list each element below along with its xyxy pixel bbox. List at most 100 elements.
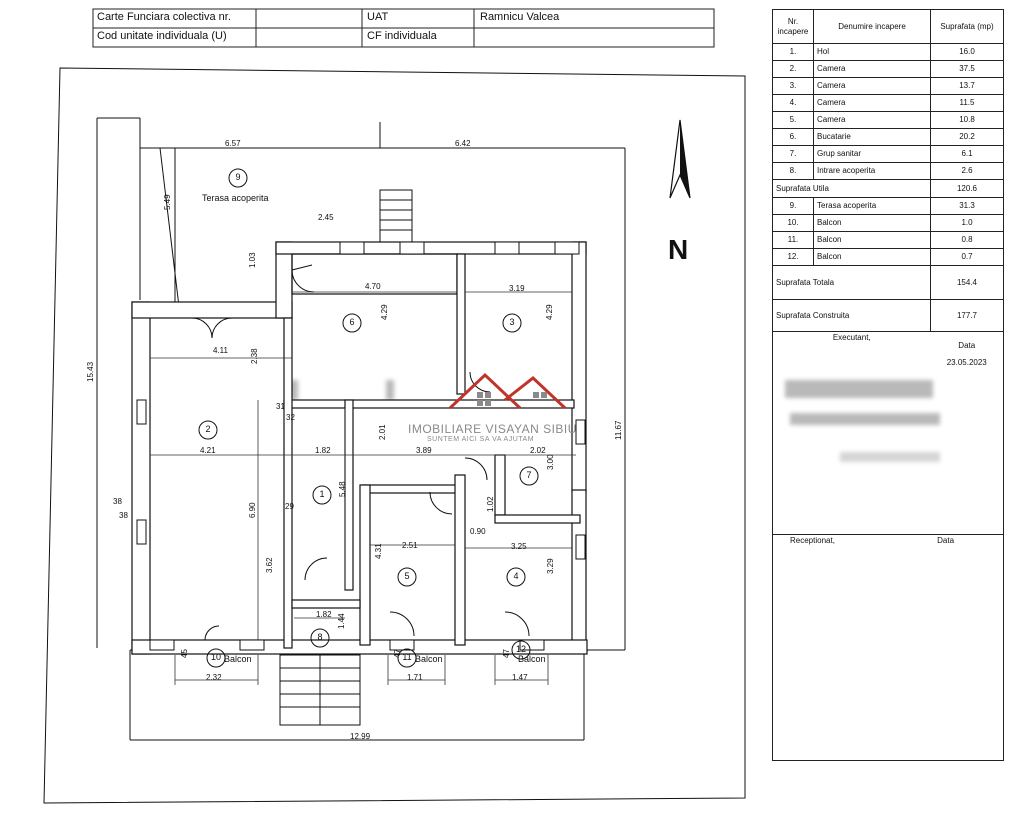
cell-name: Hol — [813, 43, 931, 61]
cell-area: 20.2 — [930, 128, 1004, 146]
suprafata-totala-value: 154.4 — [930, 265, 1004, 300]
dimension-label: 4.70 — [365, 282, 381, 291]
dimension-label: 0.90 — [470, 527, 486, 536]
dimension-label: 11.67 — [614, 420, 623, 440]
dimension-label: 4.29 — [545, 304, 554, 320]
dimension-label: 2.45 — [318, 213, 334, 222]
cell-nr: 2. — [772, 60, 814, 78]
dimension-label: 3.00 — [546, 454, 555, 470]
cell-name: Camera — [813, 111, 931, 129]
cell-area: 6.1 — [930, 145, 1004, 163]
dimension-label: 3.89 — [416, 446, 432, 455]
dimension-label: 4.29 — [380, 304, 389, 320]
room-number-10: 10 — [210, 652, 221, 662]
col-header-name: Denumire incapere — [813, 9, 931, 44]
cell-area: 0.8 — [930, 231, 1004, 249]
dimension-label: 47 — [393, 649, 402, 658]
suprafata-totala-label: Suprafata Totala — [772, 265, 931, 300]
redacted-text — [790, 413, 940, 425]
dimension-label: 4.21 — [200, 446, 216, 455]
cell-nr: 4. — [772, 94, 814, 112]
suprafata-construita-label: Suprafata Construita — [772, 299, 931, 332]
dimension-label: 15.43 — [86, 361, 95, 382]
dimension-label: 5.49 — [163, 194, 172, 210]
cell-area: 37.5 — [930, 60, 1004, 78]
cf-individuala-label: CF individuala — [367, 30, 437, 42]
cell-name: Grup sanitar — [813, 145, 931, 163]
dimension-label: 1.82 — [316, 610, 332, 619]
room-number-7: 7 — [526, 470, 532, 480]
cell-nr: 5. — [772, 111, 814, 129]
cell-nr: 7. — [772, 145, 814, 163]
dimension-label: 3.62 — [265, 557, 274, 573]
redacted-signature — [785, 380, 933, 398]
dimension-label: 2.02 — [530, 446, 546, 455]
cell-nr: 11. — [772, 231, 814, 249]
col-header-nr: Nr. incapere — [772, 9, 814, 44]
dimension-label: 47 — [502, 649, 511, 658]
data-label: Data — [958, 341, 976, 350]
north-label: N — [668, 234, 689, 265]
room-number-2: 2 — [205, 424, 211, 434]
cell-area: 31.3 — [930, 197, 1004, 215]
suprafata-utila-value: 120.6 — [930, 179, 1004, 198]
room-number-5: 5 — [404, 571, 410, 581]
cell-area: 2.6 — [930, 162, 1004, 180]
dimension-label: 2.01 — [378, 424, 387, 440]
header-frame — [92, 8, 715, 48]
suprafata-utila-label: Suprafata Utila — [772, 179, 931, 198]
cell-nr: 3. — [772, 77, 814, 95]
dimension-label: 12.99 — [350, 732, 371, 741]
redacted-mark-2 — [386, 380, 394, 400]
rooms-table: Nr. incapere Denumire incapere Suprafata… — [772, 9, 1004, 761]
cell-area: 16.0 — [930, 43, 1004, 61]
plan-frame — [43, 67, 746, 804]
dimension-label: 1.03 — [248, 252, 257, 268]
cell-name: Balcon — [813, 231, 931, 249]
data-value: 23.05.2023 — [946, 358, 987, 368]
cell-name: Balcon — [813, 214, 931, 232]
dimension-label: 45 — [180, 649, 189, 658]
dimension-label: 6.90 — [248, 502, 257, 518]
room-label-balcon-11: Balcon — [415, 654, 443, 664]
watermark-slogan: SUNTEM AICI SA VA AJUTAM — [427, 436, 535, 443]
cell-nr: 10. — [772, 214, 814, 232]
dimension-label: 32 — [286, 413, 295, 422]
executant-cell: Executant, — [772, 331, 931, 535]
dimension-label: 38 — [113, 497, 122, 506]
house-logo-icon — [448, 372, 567, 410]
room-number-12: 12 — [515, 644, 526, 654]
room-number-8: 8 — [317, 632, 323, 642]
watermark: IMOBILIARE VISAYAN SIBIU SUNTEM AICI SA … — [405, 370, 605, 443]
cell-name: Terasa acoperita — [813, 197, 931, 215]
suprafata-construita-value: 177.7 — [930, 299, 1004, 332]
cell-nr: 8. — [772, 162, 814, 180]
room-number-9: 9 — [235, 172, 241, 182]
dimension-label: 2.32 — [206, 673, 222, 682]
executant-label: Executant, — [832, 333, 871, 342]
north-arrow-icon — [669, 119, 691, 199]
uat-label: UAT — [367, 11, 389, 23]
dimension-label: 3.29 — [546, 558, 555, 574]
dimension-label: 31 — [276, 402, 285, 411]
dimension-label: 6.57 — [225, 139, 241, 148]
receptionat-cell: Receptionat, Data — [772, 534, 1004, 761]
watermark-name: IMOBILIARE VISAYAN SIBIU — [408, 422, 577, 436]
dimension-label: 1.02 — [486, 496, 495, 512]
dimension-label: 1.47 — [512, 673, 528, 682]
carte-funciara-label: Carte Funciara colectiva nr. — [97, 11, 231, 23]
cell-name: Camera — [813, 77, 931, 95]
dimension-label: 3.25 — [511, 542, 527, 551]
cell-area: 13.7 — [930, 77, 1004, 95]
cell-name: Bucatarie — [813, 128, 931, 146]
